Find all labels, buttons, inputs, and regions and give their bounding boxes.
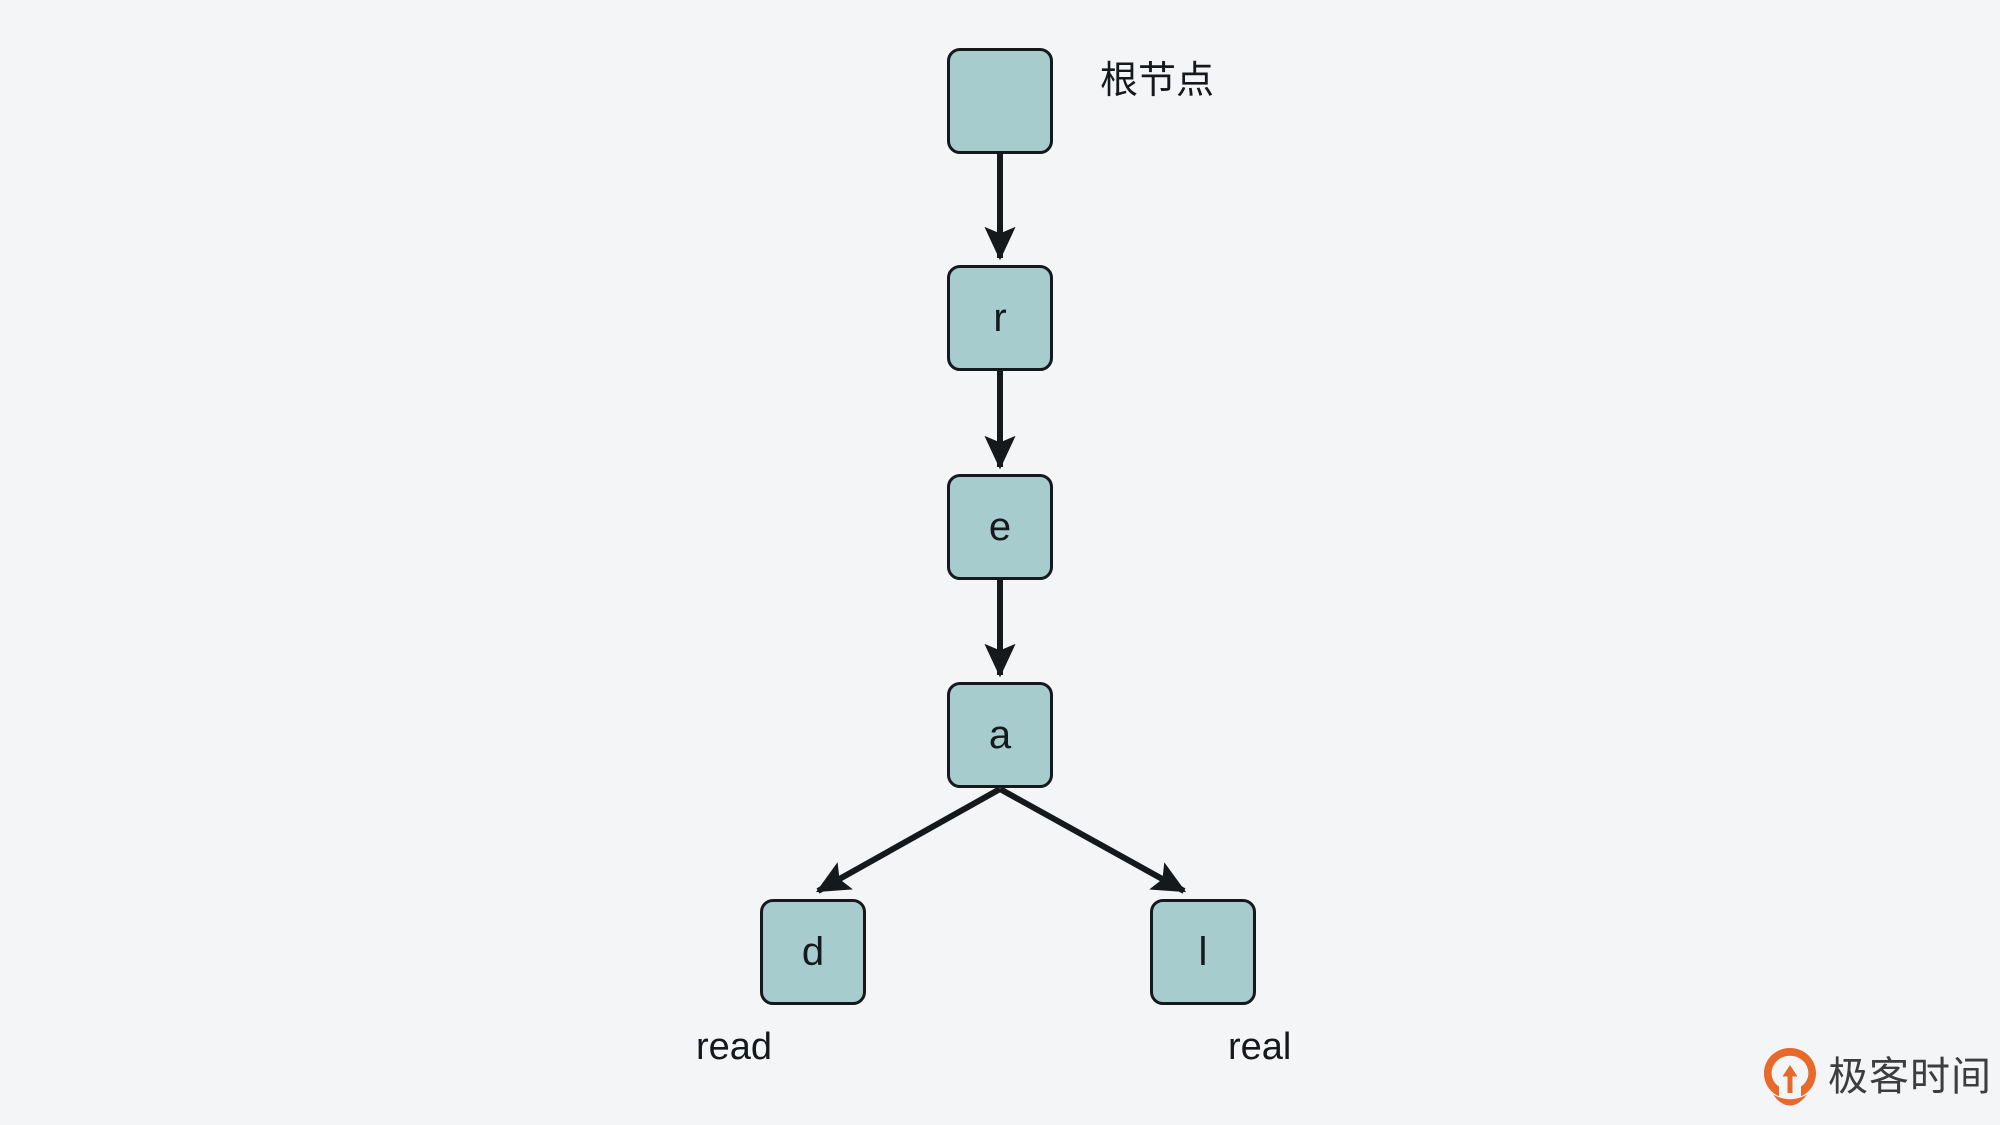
trie-node-d[interactable]: d — [760, 899, 866, 1005]
trie-node-root[interactable] — [947, 48, 1053, 154]
trie-node-a-label: a — [988, 713, 1012, 757]
word-label-read: read — [696, 1026, 773, 1068]
trie-node-l-label: l — [1198, 930, 1208, 974]
geektime-logo-icon — [1764, 1048, 1816, 1106]
edge-a-to-l — [998, 786, 1187, 894]
edge-a-to-d — [815, 786, 1002, 894]
watermark: 极客时间 — [1762, 1046, 1992, 1108]
trie-node-e[interactable]: e — [947, 474, 1053, 580]
trie-node-r-label: r — [993, 296, 1007, 340]
trie-node-r[interactable]: r — [947, 265, 1053, 371]
root-node-annotation: 根节点 — [1100, 60, 1215, 102]
word-label-real: real — [1228, 1026, 1292, 1068]
trie-node-l[interactable]: l — [1150, 899, 1256, 1005]
trie-node-a[interactable]: a — [947, 682, 1053, 788]
trie-node-d-label: d — [801, 930, 825, 974]
watermark-text: 极客时间 — [1828, 1054, 1992, 1100]
trie-node-e-label: e — [988, 505, 1012, 549]
